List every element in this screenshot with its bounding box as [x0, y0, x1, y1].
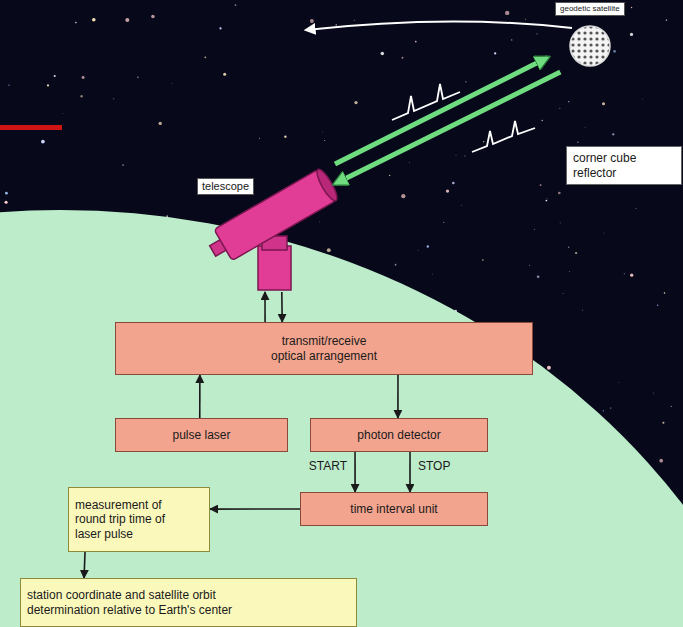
callout-box: corner cube reflector	[566, 146, 682, 185]
flow-arrow	[281, 292, 283, 322]
process-box: transmit/receive optical arrangement	[115, 322, 533, 375]
name-tag: geodetic satellite	[555, 2, 625, 16]
flow-arrow	[199, 375, 201, 418]
process-box: pulse laser	[115, 418, 288, 452]
process-box: time interval unit	[300, 492, 488, 526]
box-text: pulse laser	[172, 428, 230, 442]
satellite-body	[570, 26, 610, 66]
flow-arrow	[409, 452, 411, 492]
signal-label: STOP	[418, 459, 450, 473]
telescope-node: telescope	[195, 160, 335, 292]
laser-beam-arrow	[335, 58, 548, 164]
red-bar	[0, 125, 62, 130]
name-tag: telescope	[197, 178, 254, 195]
laser-pulses-out	[392, 84, 460, 120]
result-box: station coordinate and satellite orbit d…	[20, 578, 357, 627]
flow-arrow	[354, 452, 356, 492]
earth	[0, 210, 683, 627]
orbit-arrow	[306, 21, 572, 30]
process-box: photon detector	[310, 418, 488, 452]
box-text: transmit/receive optical arrangement	[264, 334, 384, 363]
flow-arrow	[84, 552, 85, 578]
box-text: photon detector	[357, 428, 440, 442]
laser-pulses-return	[472, 121, 535, 152]
flow-arrow	[210, 508, 300, 510]
laser-beam-arrow	[335, 72, 560, 184]
box-text: time interval unit	[350, 502, 437, 516]
satellite-node: geodetic satellite	[545, 0, 635, 72]
result-box: measurement of round trip time of laser …	[68, 487, 210, 552]
box-text: measurement of round trip time of laser …	[75, 498, 187, 541]
box-text: station coordinate and satellite orbit d…	[27, 588, 277, 617]
flow-arrow	[264, 292, 266, 322]
signal-label: START	[309, 459, 347, 473]
flow-arrow	[397, 375, 399, 418]
box-text: corner cube reflector	[573, 151, 675, 180]
